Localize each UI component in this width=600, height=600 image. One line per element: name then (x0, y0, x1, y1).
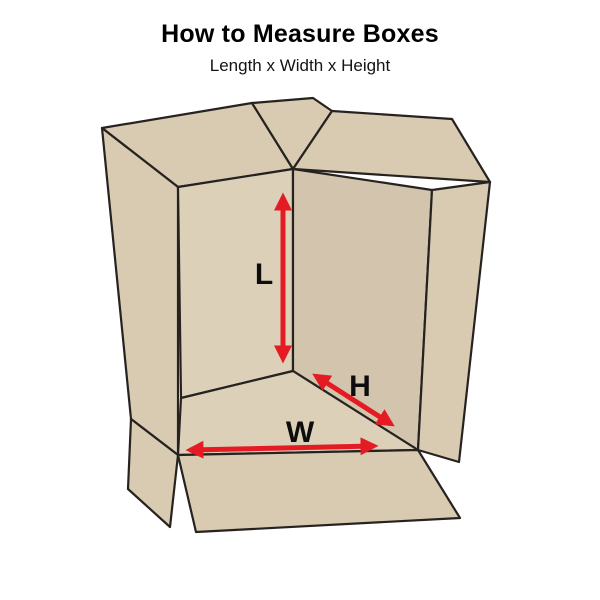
bottom-front-flap (176, 448, 462, 534)
right-side-flap (416, 180, 492, 464)
height-label: H (349, 370, 371, 403)
bottom-left-flap (126, 417, 180, 529)
top-right-flap (291, 109, 492, 184)
page-title: How to Measure Boxes (161, 20, 439, 48)
back-left-inner-wall (176, 167, 295, 400)
header: How to Measure Boxes Length x Width x He… (0, 0, 600, 76)
left-outer-wall (100, 126, 180, 457)
width-arrow (185, 437, 379, 459)
length-label: L (255, 258, 273, 291)
width-label: W (286, 416, 315, 449)
height-arrow (312, 373, 395, 427)
page-subtitle: Length x Width x Height (209, 56, 391, 75)
